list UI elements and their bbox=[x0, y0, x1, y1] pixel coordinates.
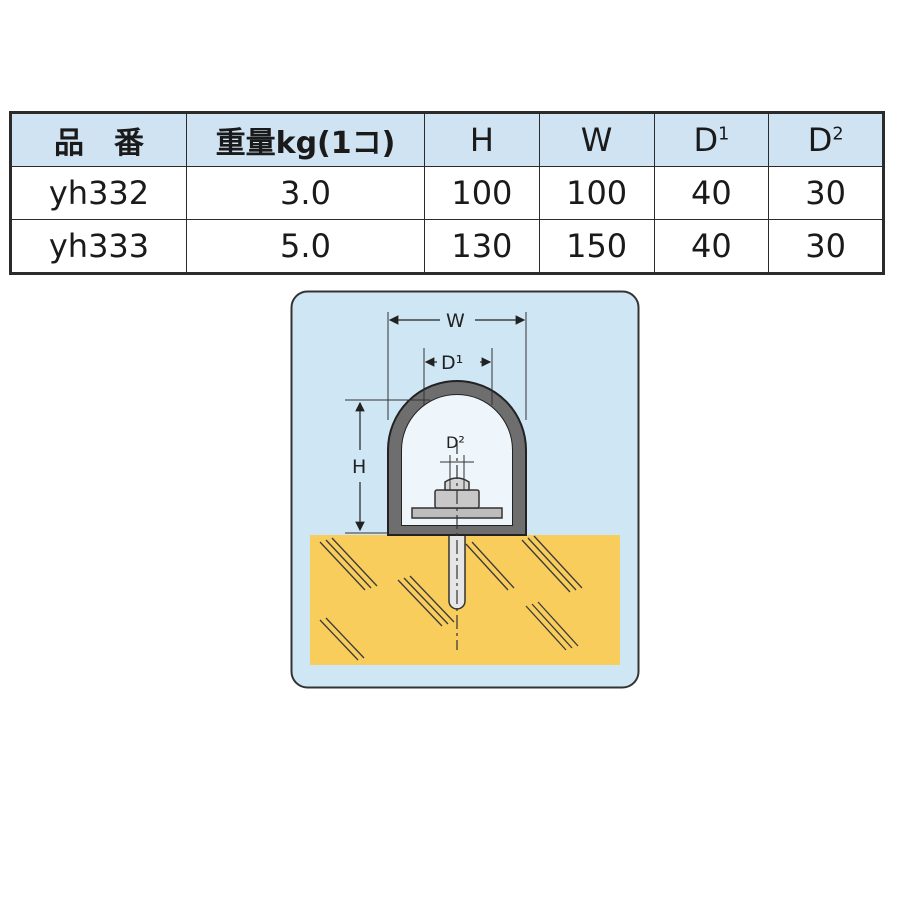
d2-label: D² bbox=[446, 433, 465, 452]
header-h: H bbox=[424, 112, 540, 167]
header-d2-sup: 2 bbox=[832, 124, 844, 145]
w-label: W bbox=[446, 310, 465, 332]
cell-w: 100 bbox=[538, 166, 655, 220]
header-d1-sup: 1 bbox=[718, 124, 730, 145]
spec-table: 品 番 重量kg(1コ) H W D1 D2 yh332 3.0 100 100… bbox=[9, 111, 885, 275]
header-d1: D1 bbox=[653, 112, 770, 167]
cell-h: 130 bbox=[424, 219, 540, 274]
header-d2-base: D bbox=[807, 121, 833, 159]
cell-h: 100 bbox=[424, 166, 540, 220]
header-d1-base: D bbox=[693, 121, 719, 159]
h-label: H bbox=[352, 456, 366, 478]
header-d2: D2 bbox=[768, 112, 884, 167]
ground-hatching bbox=[319, 535, 583, 661]
cell-d2: 30 bbox=[768, 219, 884, 274]
table-row: yh333 5.0 130 150 40 30 bbox=[10, 219, 884, 274]
table-row: yh332 3.0 100 100 40 30 bbox=[10, 166, 884, 220]
cell-weight: 3.0 bbox=[186, 166, 425, 220]
cell-weight: 5.0 bbox=[186, 219, 425, 274]
header-product-no: 品 番 bbox=[10, 112, 187, 167]
cell-product-no: yh333 bbox=[10, 219, 187, 274]
table-header-row: 品 番 重量kg(1コ) H W D1 D2 bbox=[10, 112, 884, 167]
cell-product-no: yh332 bbox=[10, 166, 187, 220]
header-w: W bbox=[538, 112, 655, 167]
cell-w: 150 bbox=[538, 219, 655, 274]
bumper-diagram-svg: D² W D¹ H bbox=[290, 290, 640, 689]
header-weight: 重量kg(1コ) bbox=[186, 112, 425, 167]
cell-d1: 40 bbox=[653, 219, 770, 274]
cell-d1: 40 bbox=[653, 166, 770, 220]
cell-d2: 30 bbox=[768, 166, 884, 220]
bumper-diagram: D² W D¹ H bbox=[290, 290, 640, 690]
d1-label: D¹ bbox=[441, 352, 463, 374]
